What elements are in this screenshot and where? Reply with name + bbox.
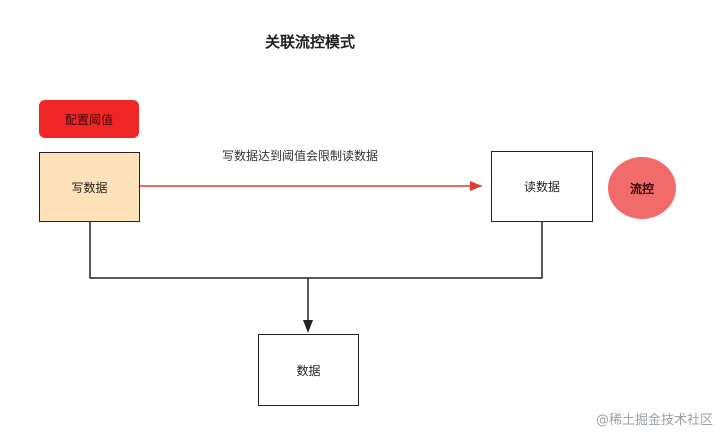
data-node: 数据 (258, 334, 359, 406)
merge-connector (89, 222, 543, 279)
down-arrowhead (303, 320, 313, 333)
config-threshold-badge: 配置阈值 (39, 100, 139, 138)
write-to-read-arrowhead (470, 181, 482, 191)
arrow-label: 写数据达到阈值会限制读数据 (222, 149, 379, 163)
watermark: @稀土掘金技术社区 (595, 413, 713, 428)
read-data-node: 读数据 (491, 151, 593, 222)
write-data-node: 写数据 (39, 152, 140, 222)
flow-control-circle: 流控 (608, 157, 676, 219)
diagram-title: 关联流控模式 (264, 33, 355, 51)
